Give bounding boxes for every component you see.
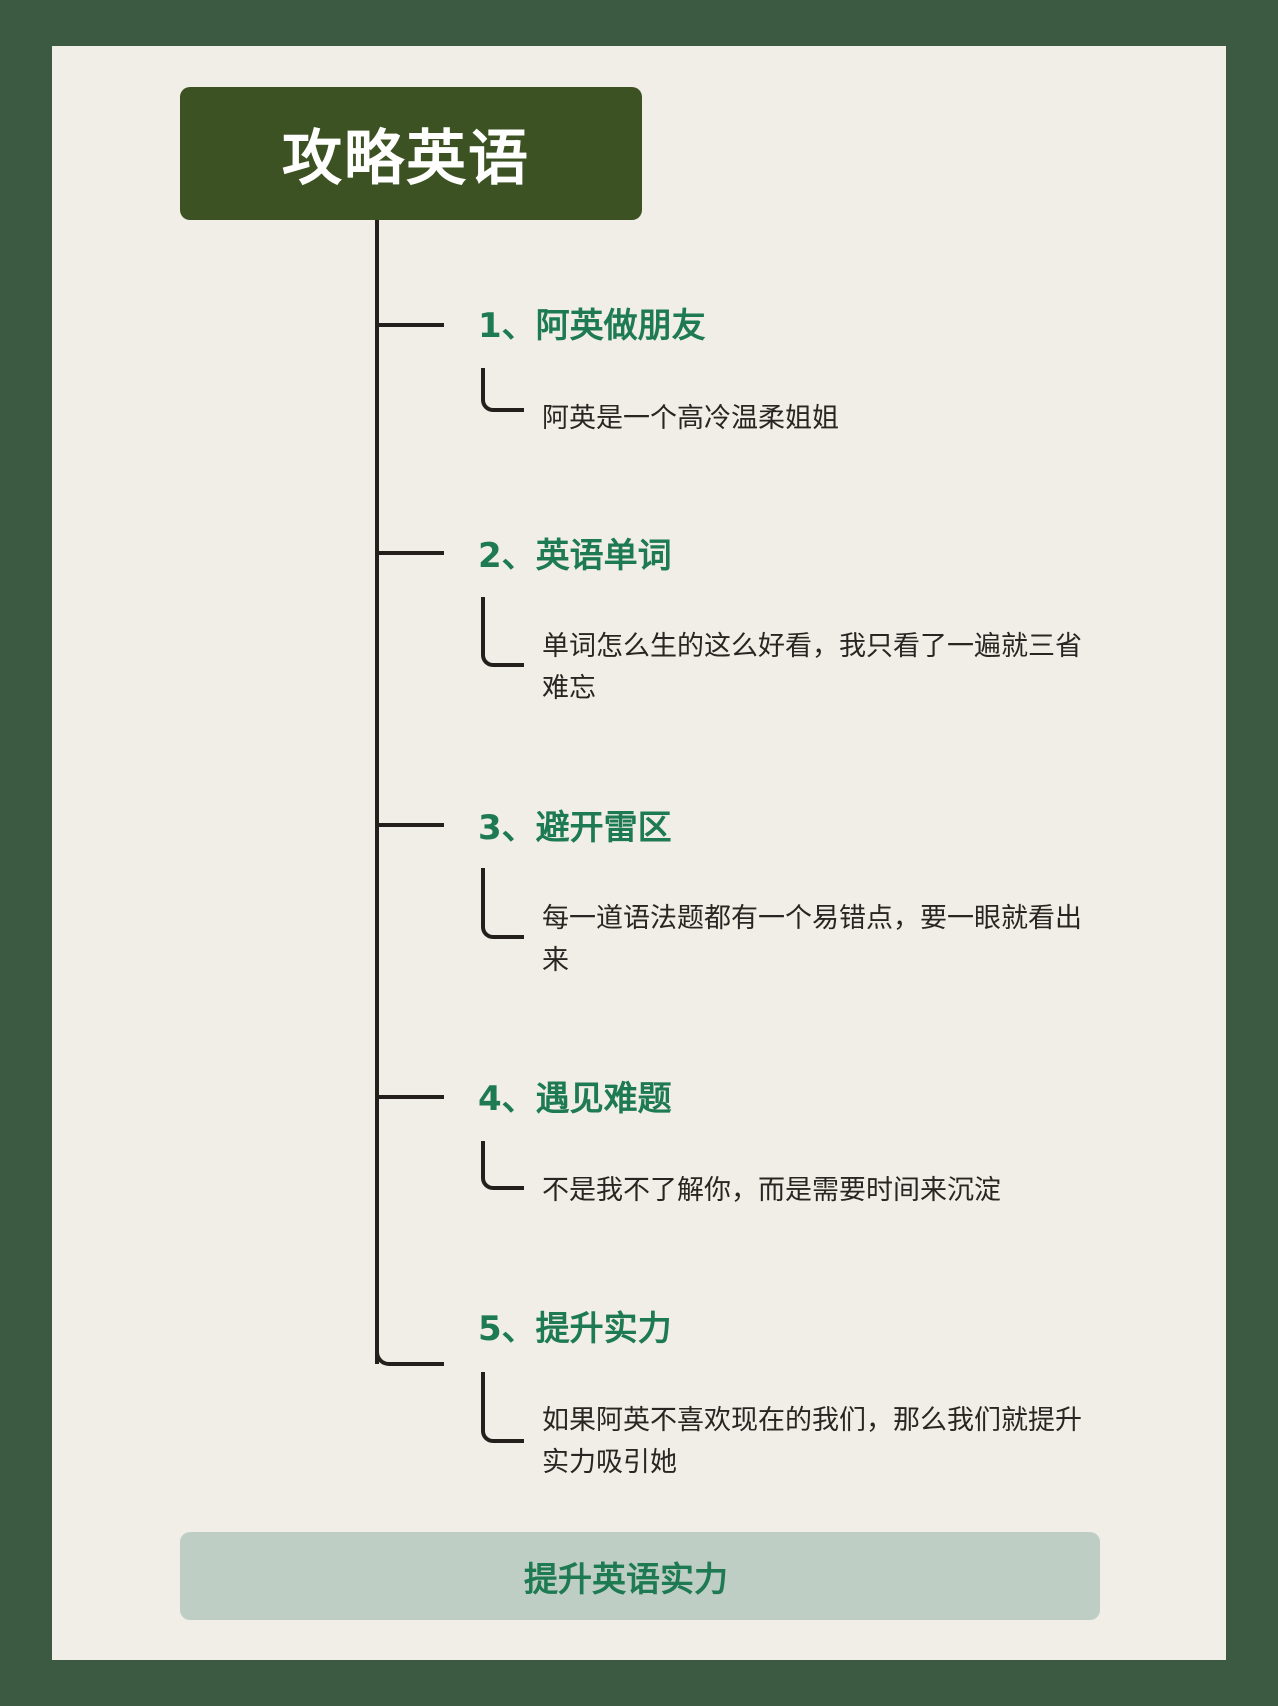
item-description-1: 阿英是一个高冷温柔姐姐 bbox=[542, 403, 839, 434]
item-description-5: 如果阿英不喜欢现在的我们，那么我们就提升实力吸引她 bbox=[542, 1405, 1082, 1478]
item-connector-2 bbox=[481, 597, 524, 667]
item-description-4: 不是我不了解你，而是需要时间来沉淀 bbox=[542, 1175, 1001, 1206]
item-heading-5: 5、提升实力 bbox=[478, 1309, 672, 1349]
trunk-line bbox=[375, 220, 379, 1364]
branch-line-2 bbox=[379, 551, 444, 555]
root-title: 攻略英语 bbox=[180, 87, 642, 220]
item-description-3: 每一道语法题都有一个易错点，要一眼就看出来 bbox=[542, 903, 1082, 976]
item-connector-5 bbox=[481, 1372, 524, 1443]
trunk-end-connector bbox=[375, 1339, 444, 1366]
item-connector-4 bbox=[481, 1141, 524, 1190]
item-heading-2: 2、英语单词 bbox=[478, 536, 672, 576]
footer-banner: 提升英语实力 bbox=[180, 1532, 1100, 1620]
branch-line-4 bbox=[379, 1095, 444, 1099]
mind-map-card: 攻略英语 1、阿英做朋友 阿英是一个高冷温柔姐姐 2、英语单词 单词怎么生的这么… bbox=[52, 46, 1226, 1660]
item-heading-1: 1、阿英做朋友 bbox=[478, 306, 706, 346]
branch-line-1 bbox=[379, 323, 444, 327]
item-connector-3 bbox=[481, 868, 524, 939]
item-description-2: 单词怎么生的这么好看，我只看了一遍就三省难忘 bbox=[542, 631, 1082, 704]
item-connector-1 bbox=[481, 368, 524, 412]
item-heading-4: 4、遇见难题 bbox=[478, 1079, 672, 1119]
item-heading-3: 3、避开雷区 bbox=[478, 808, 672, 848]
branch-line-3 bbox=[379, 823, 444, 827]
